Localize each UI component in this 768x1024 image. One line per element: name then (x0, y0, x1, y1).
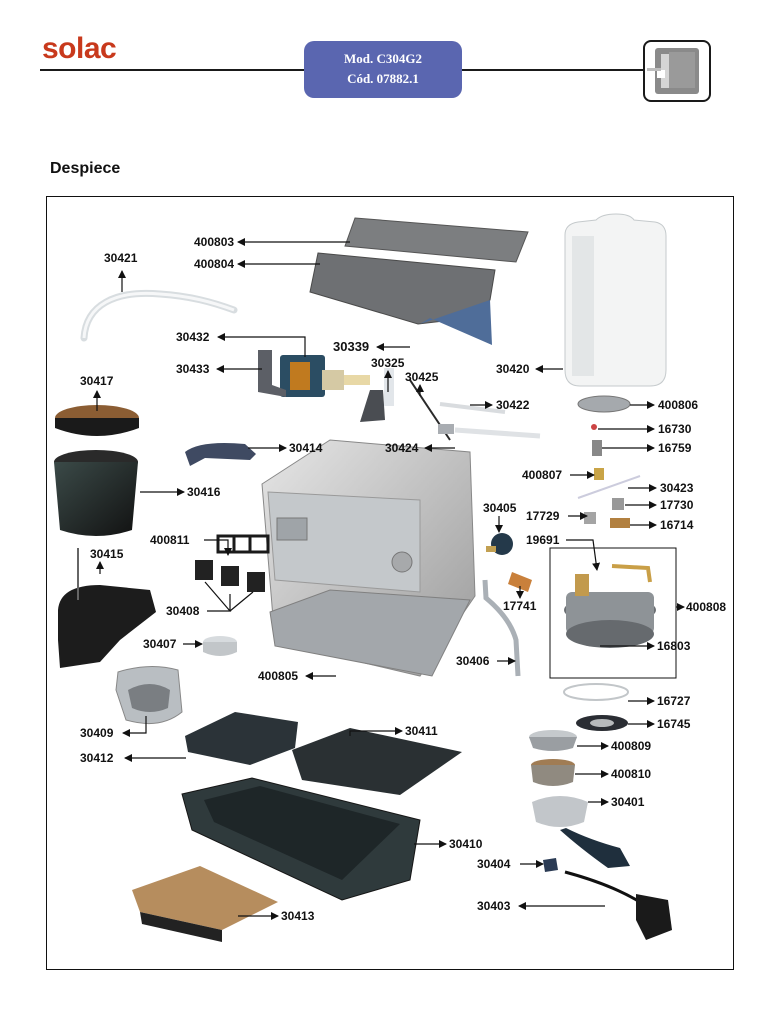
part-label: 400811 (150, 533, 190, 547)
part-label: 30423 (660, 481, 694, 495)
part-label: 30412 (80, 751, 114, 765)
gasket-16727 (563, 683, 629, 701)
holder-30414 (185, 443, 256, 466)
tray-30411 (292, 728, 462, 795)
part-label: 30407 (143, 637, 177, 651)
part-label: 30420 (496, 362, 530, 376)
small-parts (577, 424, 641, 528)
part-label: 30404 (477, 857, 511, 871)
power-cord-30403 (564, 870, 672, 940)
knob-30405 (486, 533, 513, 555)
part-label: 30410 (449, 837, 483, 851)
steam-pipe-30406 (482, 579, 521, 677)
part-label: 30415 (90, 547, 124, 561)
part-label: 400803 (194, 235, 234, 249)
header-rule-right (460, 69, 645, 71)
part-label: 30325 (371, 356, 405, 370)
part-label: 16714 (660, 518, 694, 532)
drip-tray-30409 (115, 666, 183, 725)
part-label: 30411 (405, 724, 438, 738)
part-label: 30408 (166, 604, 200, 618)
gasket-16745 (576, 715, 628, 731)
pipe-30422 (439, 402, 506, 414)
part-label: 30413 (281, 909, 315, 923)
grill-30413 (132, 866, 278, 942)
part-label: 30405 (483, 501, 517, 515)
part-label: 30406 (456, 654, 490, 668)
portafilter-30401 (532, 796, 630, 868)
part-label: 16803 (657, 639, 691, 653)
model-code: Cód. 07882.1 (347, 71, 419, 86)
part-label: 400804 (194, 257, 234, 271)
filter-400809 (529, 730, 577, 751)
part-label: 16730 (658, 422, 692, 436)
part-label: 16727 (657, 694, 691, 708)
plate-400806 (577, 395, 631, 413)
housing-400805 (261, 439, 476, 677)
part-label: 30421 (104, 251, 138, 265)
water-tray-30410 (181, 777, 421, 901)
ring-30407 (203, 636, 237, 656)
part-label: 400805 (258, 669, 298, 683)
part-label: 30417 (80, 374, 114, 388)
filter-sheet-400803 (344, 217, 529, 263)
part-label: 17730 (660, 498, 694, 512)
grid-400811 (216, 534, 270, 554)
exploded-view-frame (46, 196, 734, 970)
pipe-30424 (454, 427, 541, 439)
brand-logo: solac (42, 32, 117, 65)
leader-lines (93, 238, 685, 920)
bracket-30433 (258, 350, 286, 397)
header-rule-left (40, 69, 306, 71)
part-label: 400810 (611, 767, 651, 781)
part-label: 400807 (522, 468, 562, 482)
part-label: 30414 (289, 441, 323, 455)
part-label: 30424 (385, 441, 419, 455)
part-label: 19691 (526, 533, 560, 547)
part-label: 30416 (187, 485, 221, 499)
part-label: 17741 (503, 599, 537, 613)
part-label: 16745 (657, 717, 691, 731)
container-30416 (54, 450, 138, 536)
model-badge: Mod. C304G2 Cód. 07882.1 (304, 41, 462, 98)
boiler-400808 (549, 547, 677, 679)
part-label: 30433 (176, 362, 210, 376)
part-label: 400809 (611, 739, 651, 753)
bracket-17741 (508, 572, 532, 592)
part-label: 30409 (80, 726, 114, 740)
lid-30417 (55, 405, 139, 436)
filter-sheet-400804 (309, 252, 496, 345)
part-label: 30422 (496, 398, 530, 412)
clips-30408 (195, 560, 265, 592)
filter-400810 (531, 759, 575, 786)
part-label: 400808 (686, 600, 726, 614)
part-30404 (543, 858, 558, 872)
part-label: 30401 (611, 795, 645, 809)
coffee-machine-icon (643, 40, 711, 102)
model-name: Mod. C304G2 (344, 51, 422, 66)
section-title: Despiece (50, 160, 121, 177)
part-label: 30432 (176, 330, 210, 344)
base-30415 (58, 548, 156, 668)
tube-30421 (80, 289, 238, 342)
part-label: 30425 (405, 370, 439, 384)
part-label: 400806 (658, 398, 698, 412)
pump-30432 (280, 355, 370, 397)
part-label: 30339 (333, 339, 369, 354)
bracket-30325 (360, 368, 394, 422)
part-label: 17729 (526, 509, 560, 523)
part-label: 30403 (477, 899, 511, 913)
tray-30412 (185, 712, 298, 765)
water-tank-30420 (564, 213, 667, 387)
part-label: 16759 (658, 441, 692, 455)
pipe-30425 (409, 379, 454, 441)
